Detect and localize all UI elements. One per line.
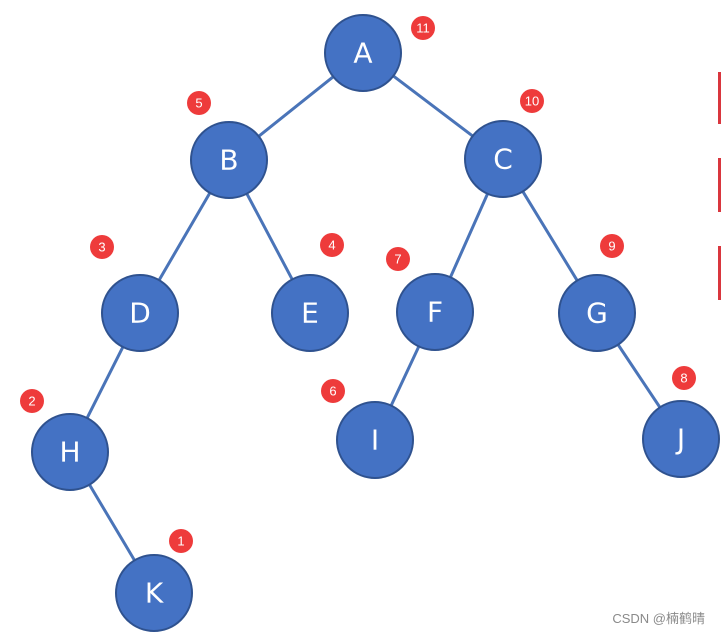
side-mark-1 (718, 72, 721, 124)
tree-node-e: E (271, 274, 349, 352)
node-label: A (353, 37, 372, 70)
badge-number: 1 (177, 534, 184, 549)
order-badge-f: 7 (386, 247, 410, 271)
order-badge-e: 4 (320, 233, 344, 257)
watermark: CSDN @楠鹤晴 (612, 611, 705, 626)
node-circle (115, 554, 193, 632)
badge-circle (520, 89, 544, 113)
tree-node-i: I (336, 401, 414, 479)
edge-a-b (257, 75, 335, 138)
tree-nodes: A B C D E F G H I J K (31, 14, 720, 632)
side-mark-2 (718, 158, 721, 212)
badge-circle (600, 234, 624, 258)
edge-a-c (391, 74, 475, 138)
edge-h-k (87, 483, 137, 562)
badge-circle (321, 379, 345, 403)
node-label: J (675, 423, 685, 456)
tree-node-b: B (190, 121, 268, 199)
tree-node-j: J (642, 400, 720, 478)
badge-circle (90, 235, 114, 259)
node-circle (324, 14, 402, 92)
side-mark-3 (718, 246, 721, 300)
node-circle (190, 121, 268, 199)
order-badge-k: 1 (169, 529, 193, 553)
node-label: F (427, 296, 443, 329)
node-circle (271, 274, 349, 352)
badge-number: 6 (329, 384, 336, 399)
node-label: K (145, 577, 164, 610)
order-badge-b: 5 (187, 91, 211, 115)
edge-g-j (616, 343, 662, 409)
badge-circle (187, 91, 211, 115)
badge-number: 11 (416, 21, 430, 36)
badge-circle (20, 389, 44, 413)
traversal-order-badges: 11 5 10 3 4 7 9 2 6 8 1 (20, 16, 696, 553)
edge-c-f (448, 192, 490, 279)
badge-number: 7 (394, 252, 401, 267)
node-label: H (59, 436, 80, 469)
tree-node-g: G (558, 274, 636, 352)
node-label: C (493, 143, 513, 176)
node-label: D (129, 297, 151, 330)
badge-number: 10 (525, 94, 539, 109)
badge-number: 8 (680, 371, 687, 386)
node-circle (336, 401, 414, 479)
tree-node-k: K (115, 554, 193, 632)
badge-circle (169, 529, 193, 553)
edge-f-i (389, 344, 421, 408)
badge-number: 5 (195, 96, 202, 111)
badge-number: 9 (608, 239, 615, 254)
order-badge-h: 2 (20, 389, 44, 413)
badge-circle (672, 366, 696, 390)
tree-node-f: F (396, 273, 474, 351)
badge-circle (411, 16, 435, 40)
node-label: I (371, 424, 379, 457)
badge-circle (386, 247, 410, 271)
order-badge-j: 8 (672, 366, 696, 390)
tree-edges (85, 74, 662, 562)
edge-b-e (245, 192, 294, 281)
node-circle (31, 413, 109, 491)
order-badge-g: 9 (600, 234, 624, 258)
node-circle (464, 120, 542, 198)
tree-node-a: A (324, 14, 402, 92)
tree-node-d: D (101, 274, 179, 352)
node-circle (101, 274, 179, 352)
node-circle (396, 273, 474, 351)
node-label: B (219, 144, 238, 177)
edge-c-g (521, 189, 579, 283)
order-badge-c: 10 (520, 89, 544, 113)
edge-b-d (157, 191, 212, 282)
order-badge-i: 6 (321, 379, 345, 403)
node-label: G (586, 297, 608, 330)
node-circle (558, 274, 636, 352)
edge-d-h (85, 345, 125, 420)
order-badge-a: 11 (411, 16, 435, 40)
node-label: E (301, 297, 319, 330)
tree-node-c: C (464, 120, 542, 198)
badge-number: 4 (328, 238, 335, 253)
badge-number: 3 (98, 240, 105, 255)
badge-number: 2 (28, 394, 35, 409)
node-circle (642, 400, 720, 478)
order-badge-d: 3 (90, 235, 114, 259)
tree-node-h: H (31, 413, 109, 491)
badge-circle (320, 233, 344, 257)
